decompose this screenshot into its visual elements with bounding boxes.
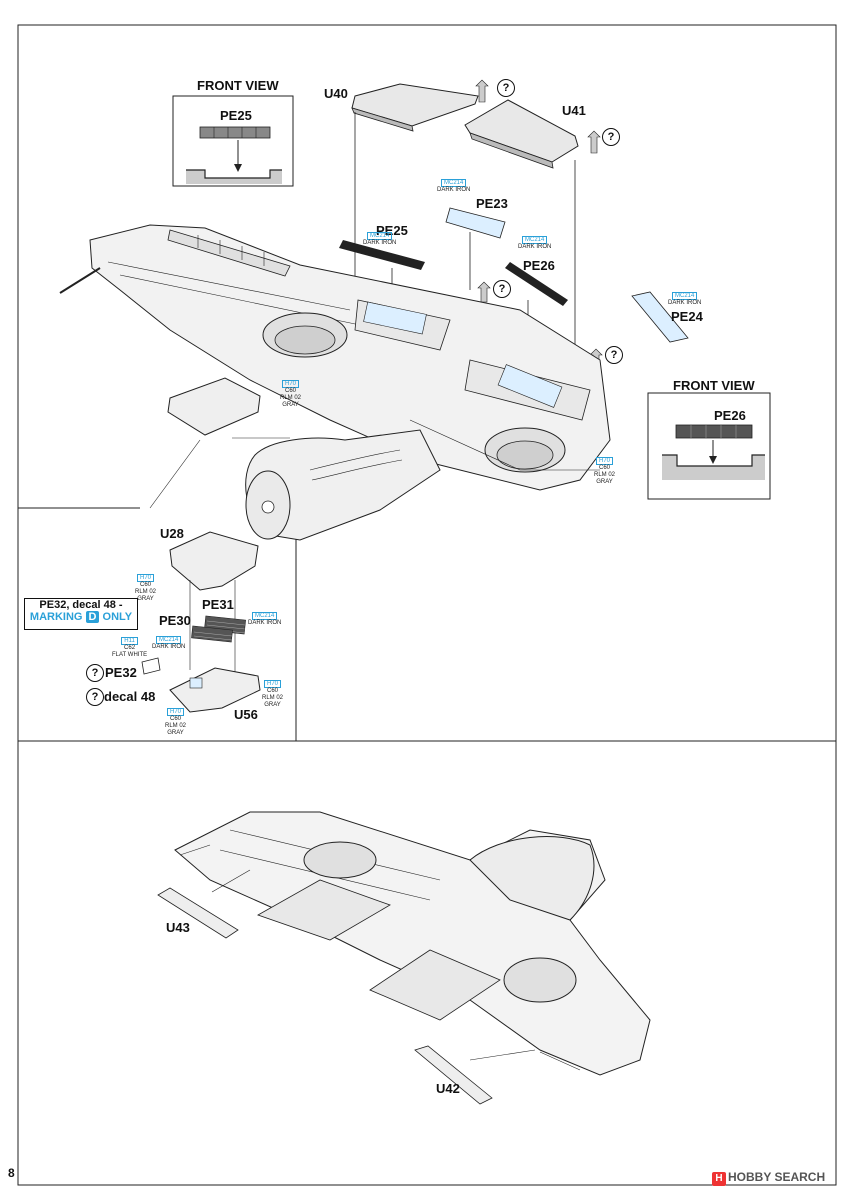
part-label-pe23: PE23 [476, 196, 508, 211]
question-icon: ? [86, 664, 104, 682]
part-label-pe31: PE31 [202, 597, 234, 612]
pe25-part [339, 240, 425, 270]
arrow-up-icon [587, 130, 601, 154]
question-icon: ? [493, 280, 511, 298]
question-icon: ? [602, 128, 620, 146]
marking-note: PE32, decal 48 - MARKING D ONLY [24, 598, 138, 630]
front-view-title: FRONT VIEW [197, 78, 279, 93]
u42-part [414, 1045, 493, 1105]
question-icon: ? [86, 688, 104, 706]
arrow-up-icon [475, 79, 489, 103]
pe30-grille [191, 625, 233, 643]
part-label-pe25: PE25 [376, 223, 408, 238]
pe26-part [505, 262, 568, 306]
u56-part [169, 667, 261, 713]
part-label-u40: U40 [324, 86, 348, 101]
part-label-pe26: PE26 [523, 258, 555, 273]
part-label-pe30: PE30 [159, 613, 191, 628]
main-wing-drawing [59, 224, 611, 491]
front-view-profile-1 [186, 170, 282, 184]
u41-flap-drawing [464, 99, 579, 169]
part-label-pe26-front: PE26 [714, 408, 746, 423]
front-view-box-1 [172, 95, 294, 187]
front-view-box-2 [647, 392, 771, 500]
arrow-up-icon [477, 281, 491, 303]
part-label-u42: U42 [436, 1081, 460, 1096]
part-label-u56: U56 [234, 707, 258, 722]
page-frame [17, 24, 837, 1186]
part-label-u28: U28 [160, 526, 184, 541]
part-label-decal48: decal 48 [104, 689, 156, 704]
part-label-pe32: PE32 [105, 665, 137, 680]
marking-note-line1: PE32, decal 48 - [39, 599, 123, 611]
underside-drawing [174, 811, 651, 1076]
page-number: 8 [8, 1166, 15, 1180]
pe24-part [631, 291, 689, 343]
u40-flap-drawing [351, 83, 479, 132]
marking-note-line2: MARKING D ONLY [29, 611, 133, 623]
engine-nose-drawing [245, 429, 441, 541]
part-label-pe25-front: PE25 [220, 108, 252, 123]
pe32-part [141, 657, 161, 675]
front-view-profile-2 [662, 455, 765, 480]
part-label-pe24: PE24 [671, 309, 703, 324]
part-label-u43: U43 [166, 920, 190, 935]
cowl-cover-drawing [167, 377, 261, 436]
pe23-part [445, 207, 506, 239]
front-view-title: FRONT VIEW [673, 378, 755, 393]
question-icon: ? [605, 346, 623, 364]
question-icon: ? [497, 79, 515, 97]
pe25-front-strip [199, 126, 271, 139]
hobbysearch-logo-icon: H [712, 1172, 726, 1186]
part-label-u41: U41 [562, 103, 586, 118]
u28-part [169, 531, 259, 591]
pe26-front-strip [675, 424, 753, 439]
u43-part [157, 887, 239, 939]
